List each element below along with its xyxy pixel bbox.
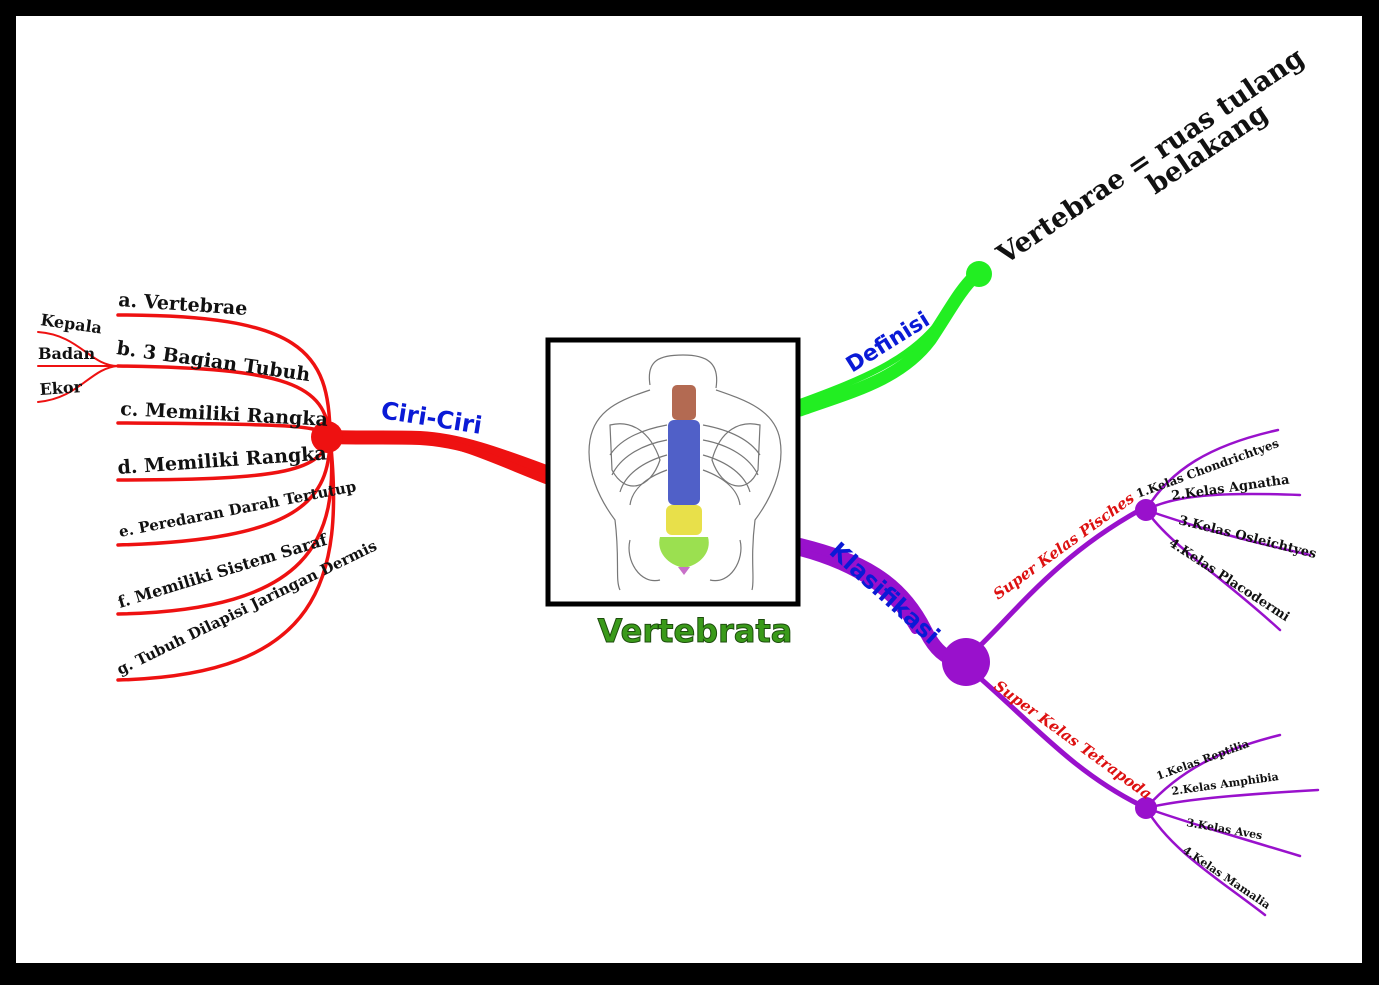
sacrum bbox=[659, 537, 709, 568]
ciri-main-line bbox=[323, 430, 553, 479]
tetrapoda-line bbox=[962, 662, 1143, 808]
center-image[interactable] bbox=[545, 337, 801, 607]
pisches-line-2 bbox=[1144, 492, 1302, 512]
bagian-line-ekor bbox=[37, 365, 119, 403]
bagian-badan: Badan bbox=[38, 344, 95, 363]
ciri-line-g bbox=[116, 435, 336, 682]
rib-r1 bbox=[702, 424, 761, 456]
pisches-line-1 bbox=[1144, 428, 1280, 512]
center-title[interactable]: Vertebrata bbox=[597, 612, 793, 651]
ciri-node[interactable] bbox=[311, 421, 343, 453]
lumbar-vertebrae bbox=[666, 505, 702, 535]
ciri-main-taper bbox=[421, 434, 550, 484]
tetrapoda-line-4 bbox=[1144, 806, 1267, 917]
spine-illustration bbox=[588, 354, 782, 591]
definisi-main-taper bbox=[797, 317, 943, 405]
tetrapoda-node[interactable] bbox=[1135, 797, 1157, 819]
torso-left-outline bbox=[588, 389, 651, 591]
bagian-line-kepala bbox=[37, 331, 119, 367]
thoracic-vertebrae bbox=[668, 420, 700, 505]
pisches-line-4 bbox=[1144, 508, 1282, 632]
rib-l1 bbox=[609, 424, 668, 456]
ciri-line-b bbox=[116, 364, 332, 439]
pelvis-outline bbox=[628, 539, 742, 582]
right-scapula bbox=[711, 423, 761, 487]
pisches-line-3 bbox=[1144, 508, 1312, 557]
torso-right-outline bbox=[715, 389, 782, 591]
rib-r3 bbox=[702, 454, 751, 493]
rib-l2 bbox=[611, 439, 668, 476]
pisches-node[interactable] bbox=[1135, 499, 1157, 521]
definisi-branch bbox=[793, 269, 982, 417]
tetrapoda-line-2 bbox=[1144, 788, 1320, 810]
rib-l3 bbox=[619, 454, 668, 493]
cervical-vertebrae bbox=[672, 385, 696, 420]
ciri-line-e bbox=[116, 435, 332, 547]
head-outline bbox=[648, 354, 718, 389]
definisi-main-line bbox=[793, 269, 982, 417]
tetrapoda-line-3 bbox=[1144, 806, 1302, 858]
rib-r4 bbox=[702, 469, 741, 506]
tetrapoda-line-1 bbox=[1144, 733, 1282, 810]
ciri-branch bbox=[37, 313, 553, 682]
rib-r2 bbox=[702, 439, 759, 476]
left-scapula bbox=[609, 423, 661, 487]
klasifikasi-node[interactable] bbox=[942, 638, 990, 686]
definisi-node[interactable] bbox=[966, 261, 992, 287]
coccyx bbox=[678, 567, 690, 575]
rib-l4 bbox=[629, 469, 668, 506]
bagian-ekor: Ekor bbox=[39, 377, 83, 399]
klasifikasi-main-taper bbox=[796, 548, 919, 634]
ciri-line-a bbox=[116, 313, 332, 439]
